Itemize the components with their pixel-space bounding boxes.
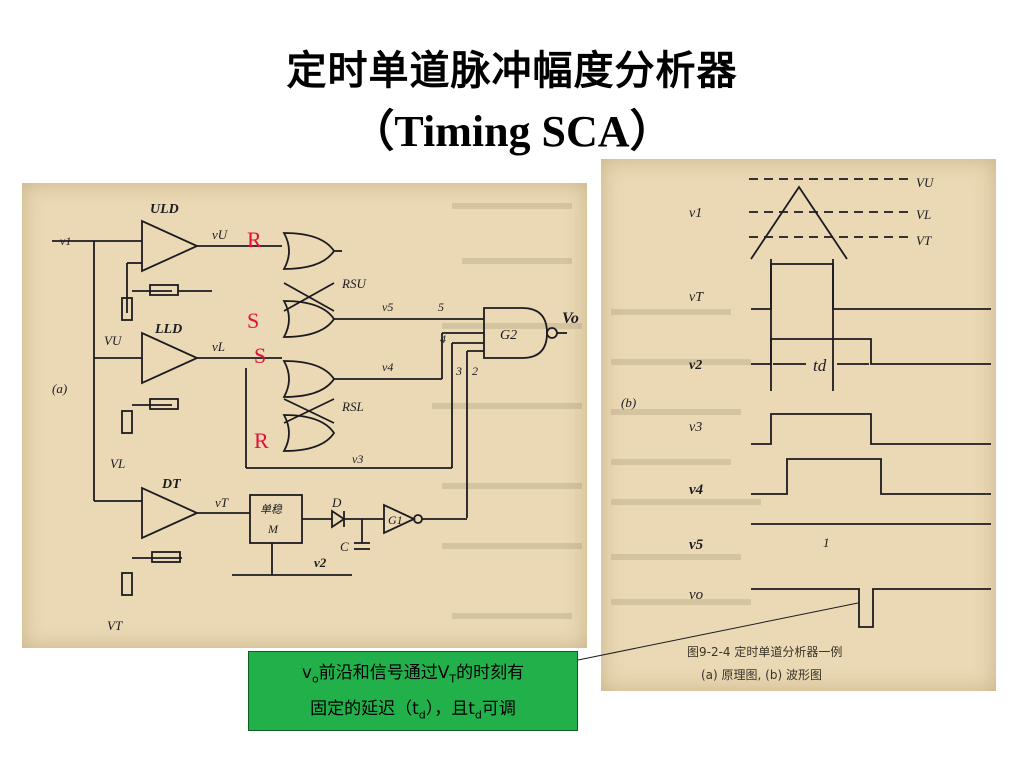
vt-ref-label: VT: [107, 618, 123, 633]
diode-label: D: [331, 495, 342, 510]
wf-v1-label: v1: [689, 206, 702, 221]
waveform-diagram-scan: VU VL VT v1 vT v2 td (b) v3 v4 v5 1 vo 图…: [601, 159, 996, 691]
wf-v3-label: v3: [689, 420, 702, 435]
vu-signal-label: vU: [212, 227, 229, 242]
dt-comparator: [141, 486, 200, 540]
vl-ref-label: VL: [110, 456, 125, 471]
note-text-part: 前沿和信号通过V: [318, 663, 450, 683]
note-sub: d: [418, 708, 426, 722]
pin4-label: 4: [440, 332, 446, 346]
note-callout-box: vo前沿和信号通过VT的时刻有 固定的延迟（td），且td可调: [248, 651, 578, 731]
g1-label: G1: [388, 513, 403, 527]
slide-title-chinese: 定时单道脉冲幅度分析器: [286, 48, 738, 94]
reset-label-top: R: [247, 227, 262, 252]
diode-symbol: [331, 509, 346, 529]
v5-signal-label: v5: [382, 300, 393, 314]
note-sub: d: [474, 708, 482, 722]
nor-gate-l1: [282, 360, 336, 398]
lld-comparator: [141, 331, 200, 385]
g2-label: G2: [500, 328, 517, 343]
lld-label: LLD: [154, 322, 182, 337]
set-label-bottom: S: [254, 343, 267, 368]
dt-label: DT: [161, 477, 182, 492]
wf-v4-label: v4: [689, 482, 704, 498]
v2-signal-label: v2: [314, 555, 327, 570]
wf-vo-label: vo: [689, 587, 704, 603]
note-text-part: 的时刻有: [456, 663, 525, 683]
waveform-plot: VU VL VT v1 vT v2 td (b) v3 v4 v5 1 vo 图…: [611, 175, 991, 682]
vl-signal-label: vL: [212, 339, 225, 354]
note-text-part: v: [301, 663, 312, 683]
wf-vl-label: VL: [916, 207, 931, 222]
mono-label: 单稳: [260, 503, 283, 516]
pin5-label: 5: [438, 300, 444, 314]
rsu-label: RSU: [341, 276, 367, 291]
note-text-part: 固定的延迟（t: [310, 699, 419, 720]
pin2-label: 2: [472, 364, 478, 378]
circuit-schematic: ULD vU LLD VU vL VL (a) RSU v5 5: [52, 202, 582, 633]
rsl-label: RSL: [341, 399, 364, 414]
g1-buffer: [383, 503, 417, 535]
v4-signal-label: v4: [382, 360, 393, 374]
nor-gate-u2: [282, 300, 336, 338]
note-text-part: 可调: [481, 699, 516, 720]
slide-title-english: （Timing SCA）: [350, 107, 674, 156]
note-line-2: 固定的延迟（td），且td可调: [249, 694, 577, 730]
wf-v2-label: v2: [689, 358, 702, 373]
fig-a-label: (a): [52, 381, 67, 396]
note-text-part: ），且t: [425, 699, 475, 720]
wf-one-label: 1: [823, 535, 830, 550]
wf-vt-thresh-label: VT: [916, 233, 932, 248]
nor-gate-l2: [282, 414, 336, 452]
reset-label-bottom: R: [254, 428, 269, 453]
note-sub: T: [449, 672, 457, 686]
vo-output-label: Vo: [562, 310, 579, 327]
note-sub: o: [311, 672, 319, 686]
wf-td-label: td: [813, 356, 827, 375]
nor-gate-u1: [282, 232, 336, 270]
wf-caption-2: (a) 原理图, (b) 波形图: [701, 668, 822, 682]
v1-input-label: v1: [60, 234, 71, 248]
wf-vu-label: VU: [916, 175, 935, 190]
vu-ref-label: VU: [104, 333, 123, 348]
wf-vt-label: vT: [689, 290, 704, 305]
wf-v5-label: v5: [689, 537, 704, 553]
pin3-label: 3: [455, 364, 462, 378]
set-label-top: S: [247, 308, 260, 333]
circuit-diagram-scan: ULD vU LLD VU vL VL (a) RSU v5 5: [22, 183, 587, 648]
v3-signal-label: v3: [352, 452, 363, 466]
mono-m-label: M: [267, 522, 279, 536]
wf-caption-1: 图9-2-4 定时单道分析器一例: [687, 644, 842, 659]
uld-comparator: [141, 219, 200, 273]
vt-signal-label: vT: [215, 495, 229, 510]
note-line-1: vo前沿和信号通过VT的时刻有: [249, 658, 577, 694]
cap-label: C: [340, 539, 349, 554]
uld-label: ULD: [150, 202, 179, 217]
wf-fig-b-label: (b): [621, 395, 636, 410]
